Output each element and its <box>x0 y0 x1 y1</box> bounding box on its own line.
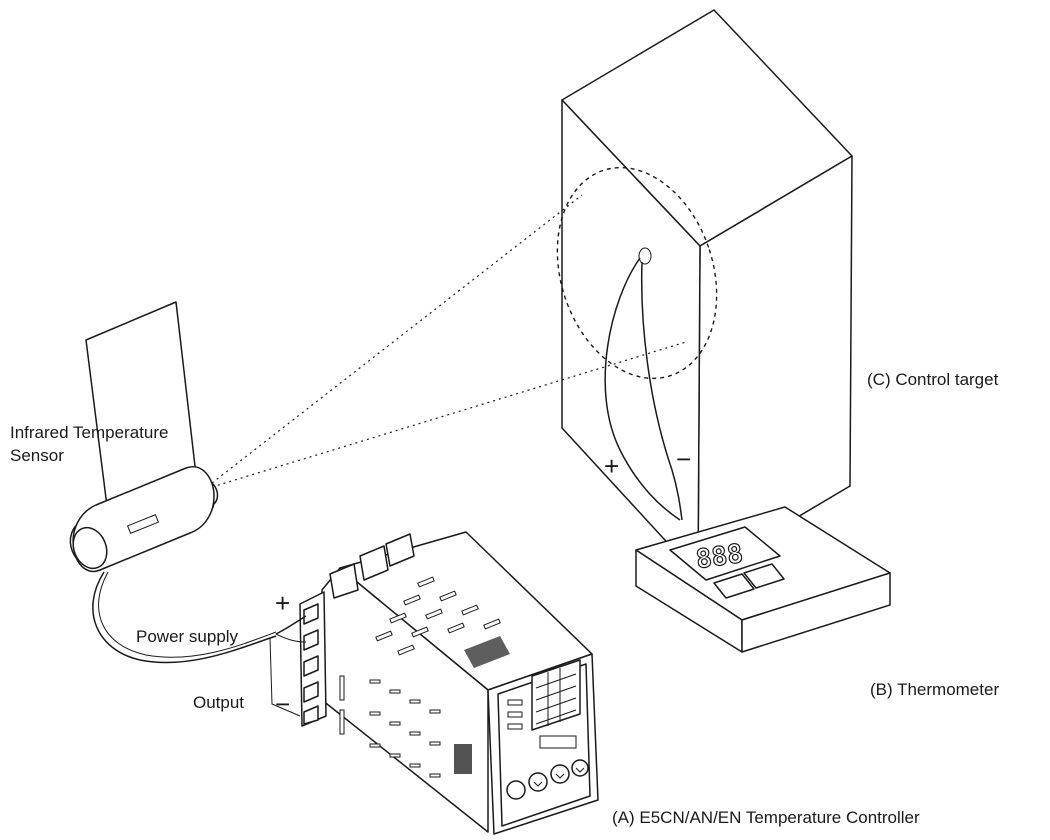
side-vents <box>339 675 472 778</box>
control-target-cube <box>556 9 853 577</box>
controller-button-2[interactable] <box>528 772 548 792</box>
controller-button-1[interactable] <box>506 780 526 800</box>
terminal-blocks <box>299 533 415 727</box>
thermometer-readout: 888 <box>694 539 745 575</box>
control-target-label: (C) Control target <box>867 370 999 389</box>
sensor-label-line2: Sensor <box>10 446 64 465</box>
controller-button-4[interactable] <box>571 759 589 777</box>
power-supply-label: Power supply <box>136 627 239 646</box>
thermocouple-plus-sign: + <box>604 451 619 481</box>
thermocouple-minus-sign: − <box>676 444 691 474</box>
thermocouple-wires <box>604 257 683 521</box>
top-vents <box>375 576 510 668</box>
output-label: Output <box>193 693 244 712</box>
thermometer-button-right[interactable] <box>743 563 785 589</box>
thermocouple-contact-point <box>638 247 652 265</box>
thermometer-label: (B) Thermometer <box>870 680 999 699</box>
sensor-label-line1: Infrared Temperature <box>10 423 168 442</box>
thermometer-button-left[interactable] <box>713 573 755 599</box>
infrared-view-cone <box>211 194 687 488</box>
controller-button-3[interactable] <box>550 764 570 784</box>
measurement-area-outline <box>556 166 718 380</box>
thermometer-display-window <box>669 526 781 581</box>
sensor-terminal-wires <box>269 615 307 717</box>
controller-label: (A) E5CN/AN/EN Temperature Controller <box>612 808 920 827</box>
temperature-controller <box>269 531 599 835</box>
output-minus-sign: − <box>275 689 290 719</box>
infrared-sensor <box>69 301 277 664</box>
controller-front-panel <box>506 659 589 800</box>
thermometer: 888 <box>635 506 891 653</box>
power-plus-sign: + <box>275 588 290 618</box>
